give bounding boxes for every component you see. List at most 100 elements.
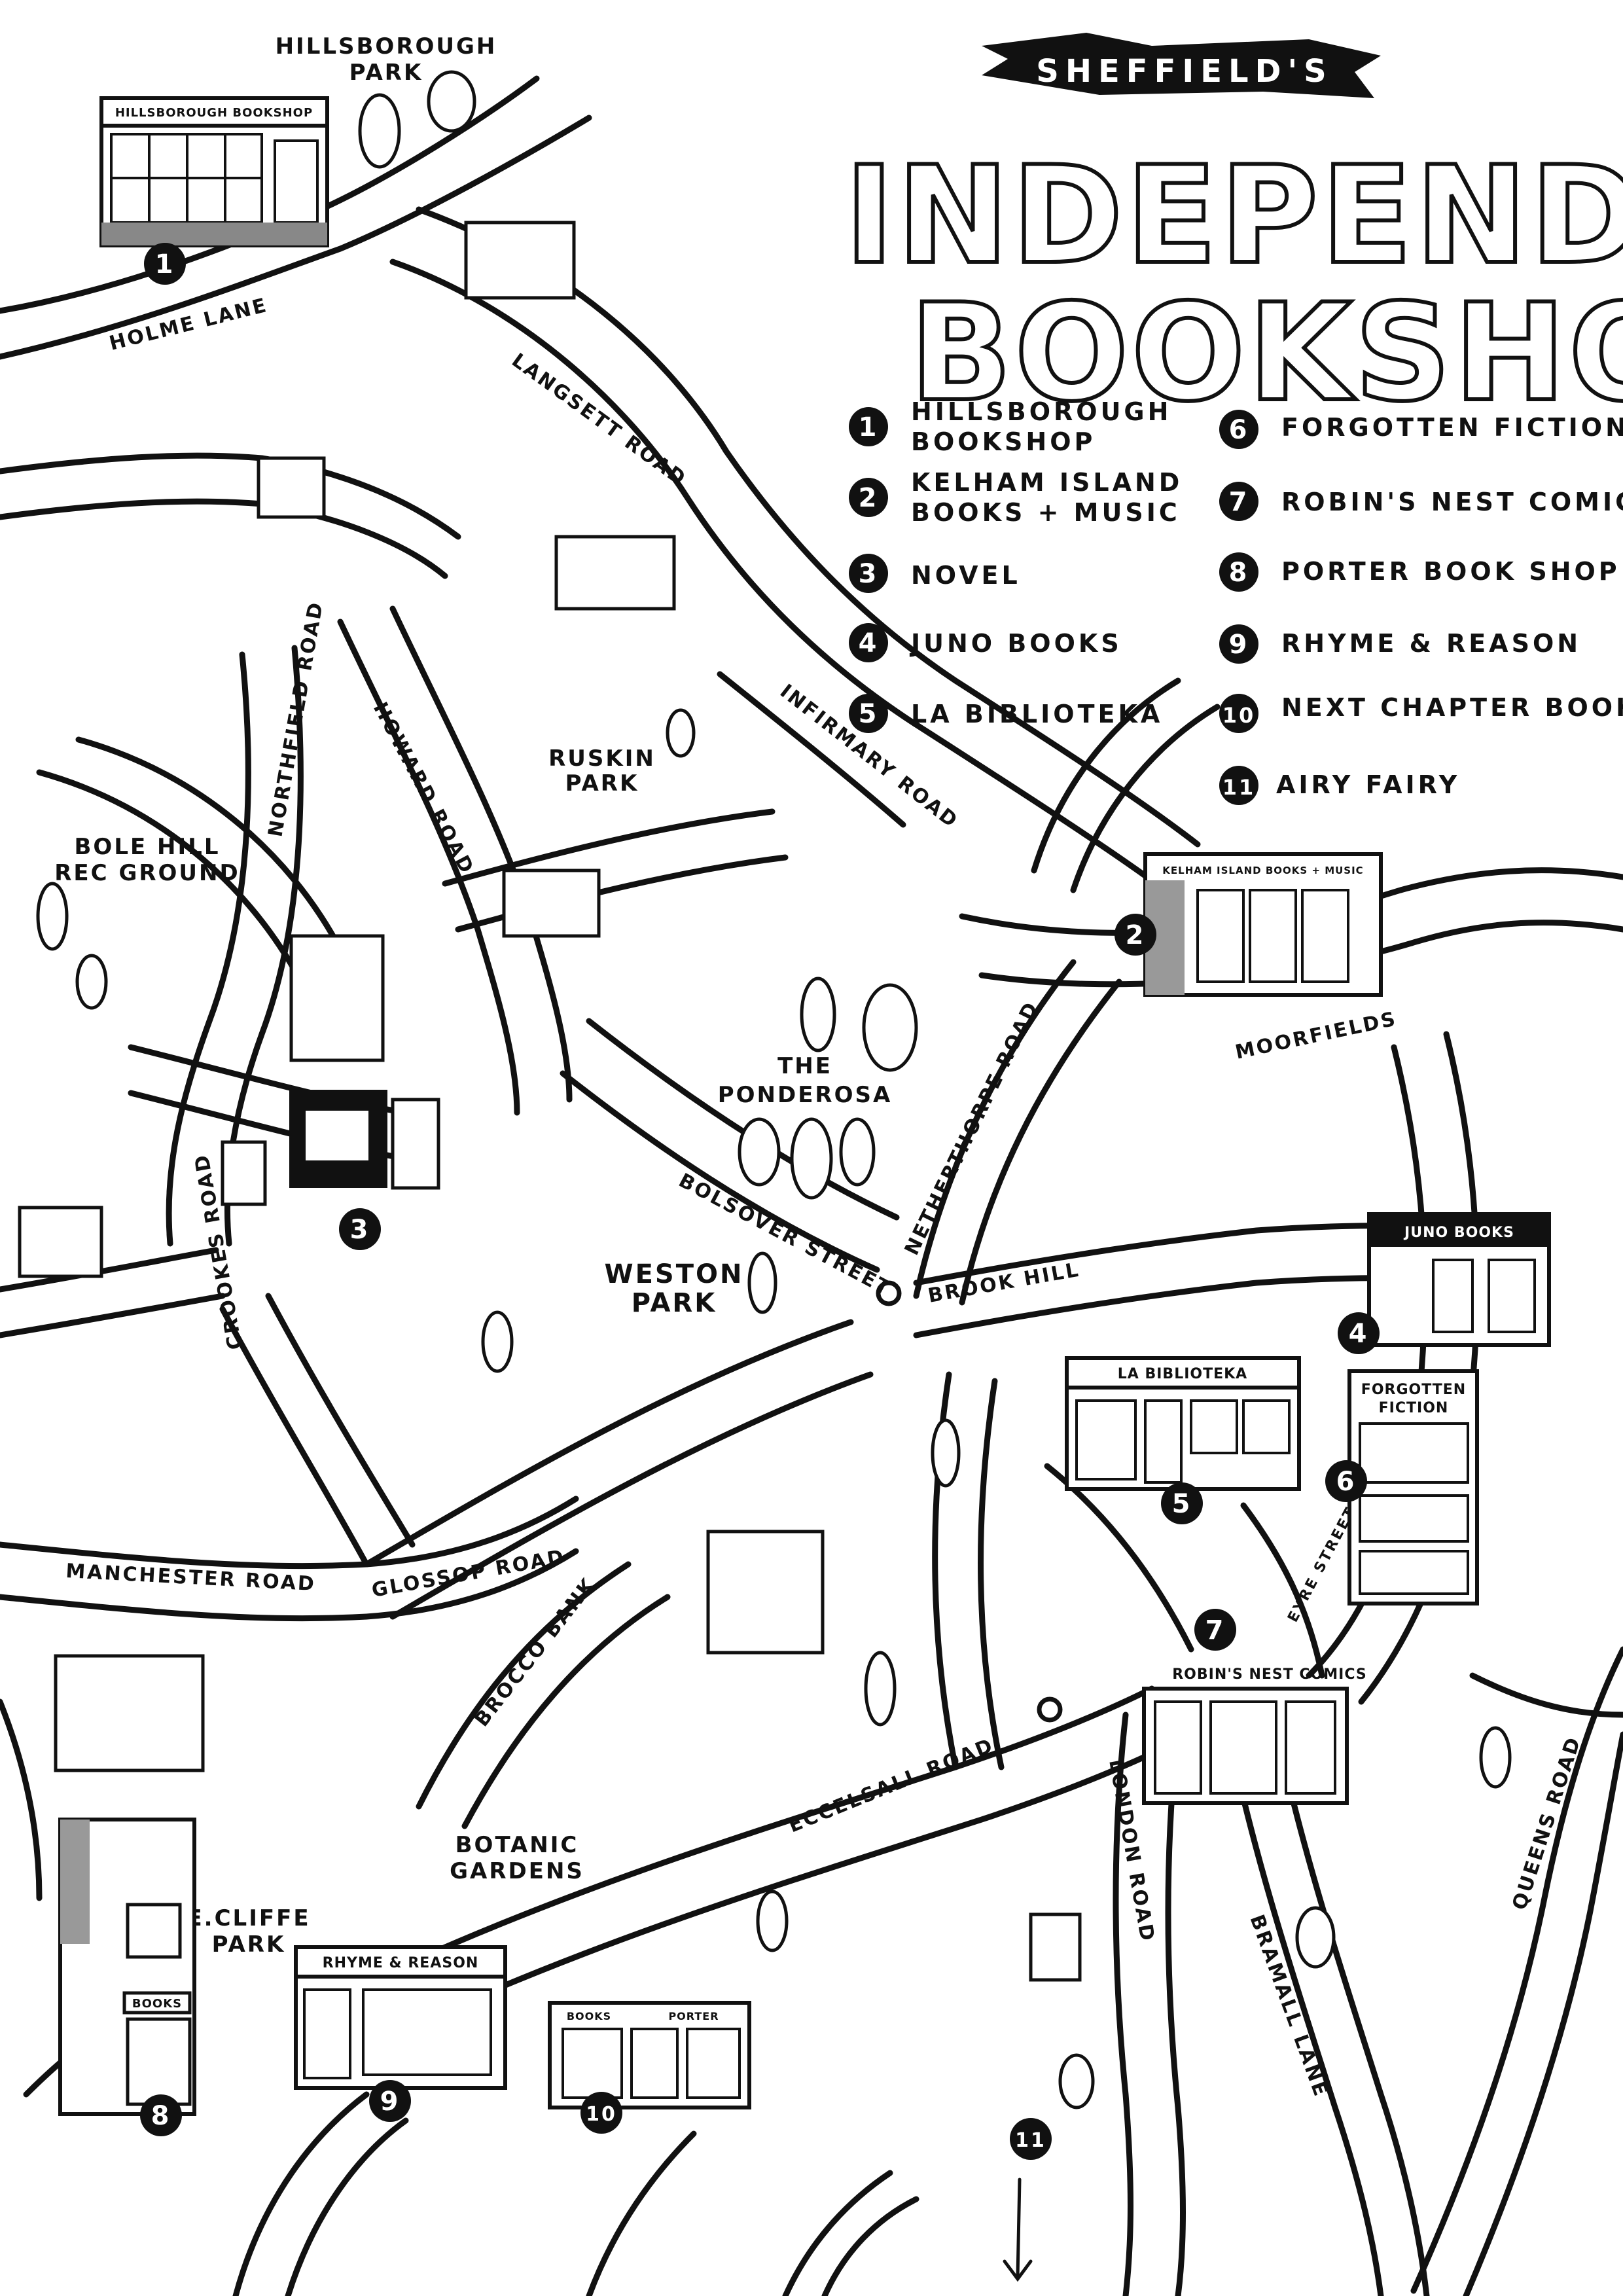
label-brocco-bank: BROCCO BANK [471,1573,601,1731]
arrow-down-icon [1003,2178,1033,2282]
legend-item-10: 10 NEXT CHAPTER BOOKS [1219,693,1623,733]
label-northfield-road: NORTHFIELD ROAD [264,599,328,838]
pin-1[interactable]: 1 [144,243,186,285]
pin-5[interactable]: 5 [1161,1482,1203,1524]
park-ruskin-1: RUSKIN [548,745,656,772]
park-weston-2: PARK [632,1288,717,1318]
legend: 1 HILLSBOROUGH BOOKSHOP 2 KELHAM ISLAND … [849,397,1623,805]
legend-item-7: 7 ROBIN'S NEST COMICS [1219,482,1623,521]
park-hillsborough-1: HILLSBOROUGH [276,33,497,60]
svg-text:BOOKSHOP: BOOKSHOP [911,427,1096,456]
pin-3[interactable]: 3 [339,1208,381,1250]
roundabouts [876,1280,1063,1723]
park-bolehill-2: REC GROUND [54,860,240,886]
decor-houses [18,221,1082,1982]
pin-11[interactable]: 11 [1010,2118,1052,2160]
legend-item-1: 1 HILLSBOROUGH BOOKSHOP [849,397,1171,456]
shop-forgotten-fiction[interactable]: FORGOTTEN FICTION [1347,1369,1479,1605]
shop-next-chapter-books[interactable]: BOOKS PORTER [548,2001,751,2109]
shop-kelham-island[interactable]: KELHAM ISLAND BOOKS + MUSIC [1143,852,1383,997]
title-line-2: BOOKSHOPS [910,276,1623,431]
svg-text:7: 7 [1205,1615,1226,1645]
label-howard-road: HOWARD ROAD [368,698,478,878]
pin-4[interactable]: 4 [1338,1312,1380,1354]
svg-text:JUNO BOOKS: JUNO BOOKS [1403,1225,1514,1241]
svg-text:LA BIBLIOTEKA: LA BIBLIOTEKA [911,700,1163,728]
svg-text:5: 5 [1172,1489,1192,1519]
svg-text:1: 1 [155,249,175,279]
svg-text:6: 6 [1336,1467,1357,1497]
park-botanic-2: GARDENS [450,1858,584,1884]
svg-text:FORGOTTEN FICTION: FORGOTTEN FICTION [1281,413,1623,442]
legend-item-6: 6 FORGOTTEN FICTION [1219,410,1623,449]
title-banner: SHEFFIELD'S [982,33,1381,98]
legend-item-5: 5 LA BIBLIOTEKA [849,694,1163,733]
svg-text:3: 3 [350,1215,370,1245]
svg-text:HILLSBOROUGH: HILLSBOROUGH [911,397,1171,426]
park-ruskin-2: PARK [565,770,639,797]
svg-text:9: 9 [380,2087,401,2117]
legend-item-4: 4 JUNO BOOKS [849,623,1122,662]
svg-text:BOOKS: BOOKS [132,1997,182,2011]
pin-6[interactable]: 6 [1325,1460,1367,1502]
park-labels: HILLSBOROUGH PARK RUSKIN PARK BOLE HILL … [54,33,893,1958]
shop-hillsborough-bookshop[interactable]: HILLSBOROUGH BOOKSHOP [99,96,329,247]
svg-text:11: 11 [1222,775,1256,800]
map-pins: 1 2 3 4 5 6 7 8 9 10 11 [140,243,1380,2160]
pin-10[interactable]: 10 [580,2092,622,2134]
shop-rhyme-and-reason[interactable]: RHYME & REASON [294,1945,507,2090]
svg-text:5: 5 [859,699,879,729]
legend-item-9: 9 RHYME & REASON [1219,624,1578,664]
shop-porter-book-shop[interactable]: BOOKS [58,1818,196,2116]
svg-text:AIRY FAIRY: AIRY FAIRY [1276,770,1460,799]
banner-text: SHEFFIELD'S [1036,53,1332,90]
park-ponderosa-2: PONDEROSA [718,1082,893,1108]
pin-9[interactable]: 9 [369,2080,411,2122]
pin-2[interactable]: 2 [1115,914,1156,956]
svg-text:BOOKS + MUSIC: BOOKS + MUSIC [911,498,1181,527]
legend-item-2: 2 KELHAM ISLAND BOOKS + MUSIC [849,468,1183,527]
svg-text:8: 8 [1229,558,1249,588]
decor-trees [36,70,1512,2109]
svg-text:ROBIN'S NEST COMICS: ROBIN'S NEST COMICS [1281,488,1623,516]
svg-text:2: 2 [1126,920,1146,950]
park-hillsborough-2: PARK [349,60,423,86]
svg-text:RHYME & REASON: RHYME & REASON [323,1955,479,1971]
title-line-1: INDEPENDENT [844,138,1623,294]
park-ecliffe-1: E.CLIFFE [187,1905,310,1931]
svg-text:11: 11 [1015,2129,1046,2152]
svg-text:4: 4 [859,628,879,658]
svg-text:9: 9 [1229,630,1249,660]
svg-text:4: 4 [1349,1319,1369,1349]
svg-text:ROBIN'S NEST COMICS: ROBIN'S NEST COMICS [1172,1666,1367,1683]
svg-text:10: 10 [586,2103,617,2126]
label-moorfields: MOORFIELDS [1233,1007,1399,1064]
svg-text:HILLSBOROUGH BOOKSHOP: HILLSBOROUGH BOOKSHOP [115,106,313,120]
legend-item-8: 8 PORTER BOOK SHOP [1219,552,1620,592]
svg-text:NEXT CHAPTER BOOKS: NEXT CHAPTER BOOKS [1281,693,1623,722]
svg-text:NOVEL: NOVEL [911,561,1021,590]
svg-text:FICTION: FICTION [1379,1400,1449,1416]
svg-text:KELHAM ISLAND: KELHAM ISLAND [911,468,1183,497]
svg-text:2: 2 [859,483,879,513]
shop-novel[interactable] [289,1090,440,1190]
svg-text:FORGOTTEN: FORGOTTEN [1361,1382,1466,1398]
svg-text:JUNO BOOKS: JUNO BOOKS [909,629,1122,658]
svg-text:KELHAM ISLAND BOOKS + MUSIC: KELHAM ISLAND BOOKS + MUSIC [1162,865,1363,876]
svg-text:8: 8 [151,2101,171,2131]
shop-la-biblioteka[interactable]: LA BIBLIOTEKA [1065,1356,1301,1491]
pin-8[interactable]: 8 [140,2094,182,2136]
park-botanic-1: BOTANIC [455,1832,579,1858]
shop-juno-books[interactable]: JUNO BOOKS [1367,1212,1551,1347]
park-weston-1: WESTON [604,1259,743,1289]
svg-text:7: 7 [1229,487,1249,517]
svg-text:LA BIBLIOTEKA: LA BIBLIOTEKA [1118,1366,1247,1382]
svg-text:BOOKS: BOOKS [567,2010,611,2022]
svg-text:10: 10 [1222,703,1256,728]
svg-text:PORTER BOOK SHOP: PORTER BOOK SHOP [1281,557,1620,586]
svg-text:PORTER: PORTER [668,2010,719,2022]
pin-7[interactable]: 7 [1194,1609,1236,1651]
shop-robins-nest-comics[interactable]: ROBIN'S NEST COMICS [1142,1666,1367,1805]
svg-text:1: 1 [859,412,879,442]
